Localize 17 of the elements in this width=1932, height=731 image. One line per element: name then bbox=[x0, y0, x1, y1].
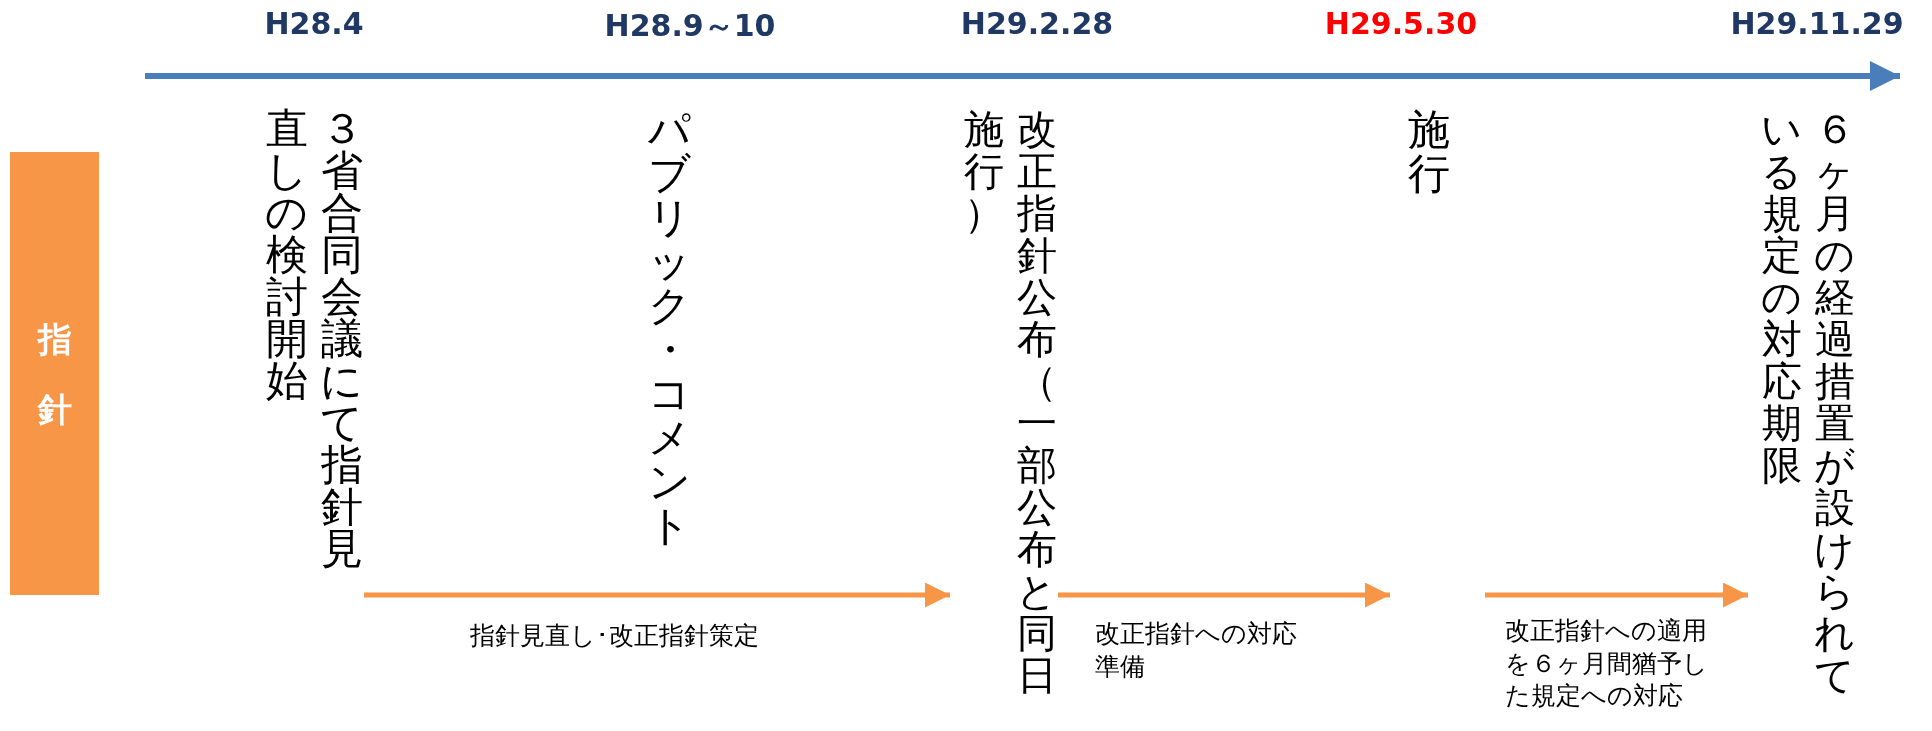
date-label: H29.2.28 bbox=[960, 6, 1114, 41]
date-label: H28.9～10 bbox=[604, 7, 776, 45]
category-box: 指針 bbox=[10, 152, 99, 595]
milestone-text: ３省合同会議にて指針見直しの検討開始 bbox=[264, 108, 364, 573]
date-label: H29.11.29 bbox=[1730, 6, 1904, 41]
date-label: H28.4 bbox=[264, 6, 364, 41]
edge-label: 指針見直し･改正指針策定 bbox=[470, 620, 760, 652]
milestone-text: ６ヶ月の経過措置が設けられている規定の対応期限 bbox=[1760, 108, 1856, 696]
date-label: H29.5.30 bbox=[1324, 6, 1478, 41]
arrow bbox=[1485, 582, 1748, 608]
milestone-text: パブリック・コメント bbox=[647, 108, 692, 548]
edge-label: 改正指針への適用を６ヶ月間猶予した規定への対応 bbox=[1505, 615, 1709, 712]
edge-label: 改正指針への対応準備 bbox=[1095, 618, 1298, 683]
milestone-text: 改正指針公布（一部公布と同日施行） bbox=[962, 108, 1058, 696]
arrow bbox=[364, 582, 950, 608]
arrow bbox=[1058, 582, 1390, 608]
milestone-text: 施行 bbox=[1406, 108, 1451, 198]
